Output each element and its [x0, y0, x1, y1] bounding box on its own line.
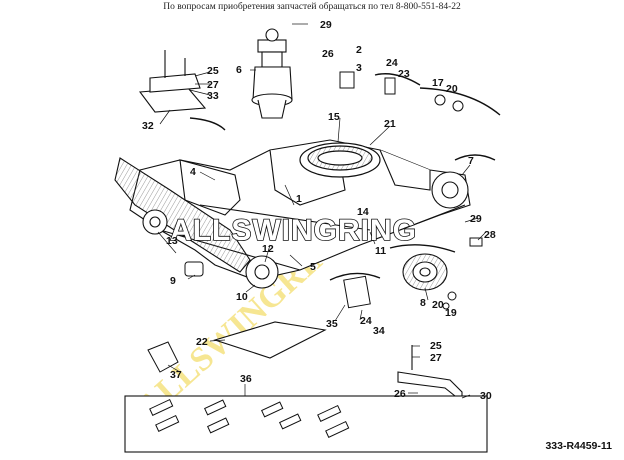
- brand-overlay-text: ALLSWINGRING: [170, 214, 417, 247]
- callout-32: 32: [142, 120, 154, 132]
- callout-10: 10: [236, 291, 248, 303]
- detail-arcs: [189, 73, 501, 281]
- contact-header: По вопросам приобретения запчастей обращ…: [163, 2, 461, 12]
- callout-28: 28: [484, 229, 496, 241]
- callout-25b: 25: [430, 340, 442, 352]
- callout-23: 23: [398, 68, 410, 80]
- callout-33: 33: [207, 90, 219, 102]
- callout-36: 36: [240, 373, 252, 385]
- callout-9: 9: [170, 275, 176, 287]
- callout-3: 3: [356, 62, 362, 74]
- fitting-kit: [124, 395, 488, 453]
- callout-30: 30: [480, 390, 492, 402]
- callout-29b: 29: [470, 213, 482, 225]
- callout-35: 35: [326, 318, 338, 330]
- callout-17: 17: [432, 77, 444, 89]
- travel-motor: [402, 253, 448, 291]
- callout-37: 37: [170, 369, 182, 381]
- callout-24b: 24: [360, 315, 372, 327]
- slew-ring: [299, 142, 381, 178]
- callout-7: 7: [468, 155, 474, 167]
- callout-26a: 26: [322, 48, 334, 60]
- callout-2: 2: [356, 44, 362, 56]
- callout-24a: 24: [386, 57, 398, 69]
- callout-15: 15: [328, 111, 340, 123]
- callout-5: 5: [310, 261, 316, 273]
- sprockets: [142, 171, 469, 289]
- tread-guard: [213, 321, 327, 359]
- callout-12: 12: [262, 243, 274, 255]
- callout-29a: 29: [320, 19, 332, 31]
- cover-plate: [138, 50, 207, 113]
- leader-lines: [157, 23, 486, 399]
- callout-4: 4: [190, 166, 196, 178]
- callout-26b: 26: [394, 388, 406, 400]
- callout-21: 21: [384, 118, 396, 130]
- callout-27a: 27: [207, 79, 219, 91]
- callout-22: 22: [196, 336, 208, 348]
- callout-20a: 20: [446, 83, 458, 95]
- swivel-joint: [251, 28, 293, 119]
- callout-13: 13: [166, 235, 178, 247]
- callout-8: 8: [420, 297, 426, 309]
- drawing-number: 333-R4459-11: [545, 440, 612, 452]
- callout-14: 14: [357, 206, 369, 218]
- callout-25a: 25: [207, 65, 219, 77]
- callout-27b: 27: [430, 352, 442, 364]
- callout-34: 34: [373, 325, 385, 337]
- callout-11: 11: [375, 245, 386, 257]
- callout-20b: 20: [432, 299, 444, 311]
- small-parts: [147, 71, 483, 373]
- dozer-blade: [114, 157, 251, 273]
- callout-6: 6: [236, 64, 242, 76]
- callout-labels: 1 2 3 4 5 6 7 8 9 10 11 12 13 14 15 17 1…: [142, 19, 496, 402]
- callout-1: 1: [296, 193, 302, 205]
- callout-19: 19: [445, 307, 457, 319]
